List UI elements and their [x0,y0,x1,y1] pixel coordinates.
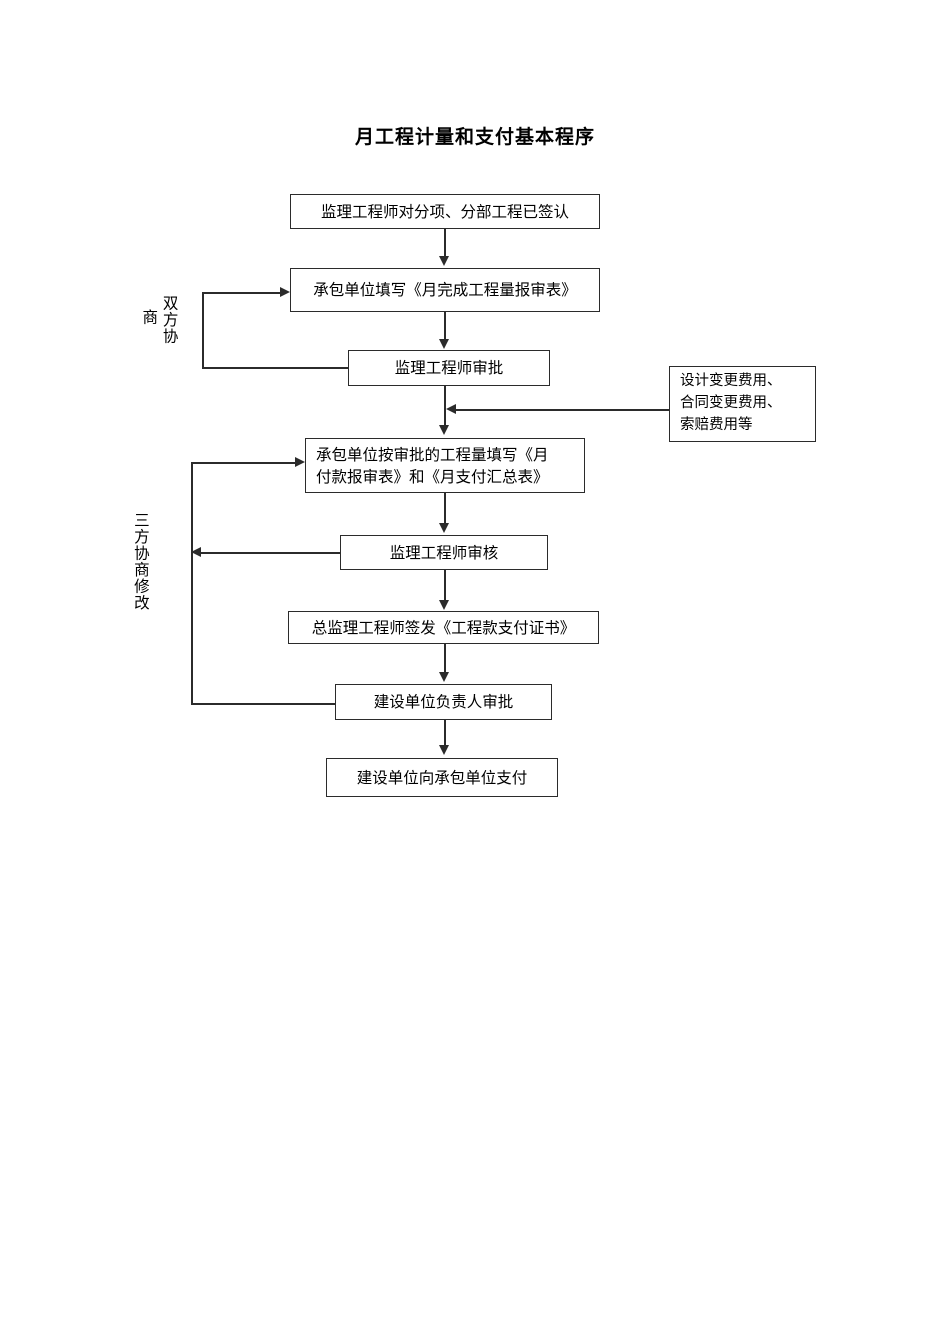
side-label-two-party-col-secondary: 商 [140,309,159,326]
edge-n5-loop-line [200,552,341,554]
edge-n6-n7-line [444,644,446,673]
edge-n4-n5-arrowhead [439,523,449,533]
edge-n2-n3-line [444,312,446,340]
edge-n7-feedback-vertical-segment [191,462,193,704]
flow-node-8: 建设单位向承包单位支付 [326,758,558,797]
edge-n7-feedback-top-segment [191,462,296,464]
edge-n4-n5-line [444,493,446,524]
edge-n3-feedback-top-segment [202,292,281,294]
edge-n5-n6-line [444,570,446,601]
edge-n1-n2-line [444,229,446,257]
page-title: 月工程计量和支付基本程序 [354,126,595,148]
edge-n5-n6-arrowhead [439,600,449,610]
side-label-two-party-negotiation: 双方协 商 [140,295,179,345]
edge-n3-n4-arrowhead [439,425,449,435]
flow-node-1: 监理工程师对分项、分部工程已签认 [290,194,600,229]
flow-node-4: 承包单位按审批的工程量填写《月 付款报审表》和《月支付汇总表》 [305,438,585,493]
edge-n1-n2-arrowhead [439,256,449,266]
side-label-two-party-col-primary: 双方协 [160,295,179,345]
edge-side-costs-line [455,409,670,411]
flow-node-6: 总监理工程师签发《工程款支付证书》 [288,611,599,644]
side-label-three-party-revision: 三方协商修改 [131,512,150,611]
edge-n6-n7-arrowhead [439,672,449,682]
edge-n7-feedback-bottom-segment [191,703,336,705]
edge-n3-feedback-vertical-segment [202,292,204,368]
edge-n3-feedback-bottom-segment [202,367,349,369]
edge-n7-feedback-arrowhead [295,457,305,467]
edge-n2-n3-arrowhead [439,339,449,349]
edge-n3-feedback-arrowhead [280,287,290,297]
edge-side-costs-arrowhead [446,404,456,414]
flow-node-side-costs: 设计变更费用、 合同变更费用、 索赔费用等 [669,366,816,442]
edge-n3-n4-line [444,386,446,426]
flow-node-5: 监理工程师审核 [340,535,548,570]
flow-node-7: 建设单位负责人审批 [335,684,552,720]
flow-node-3: 监理工程师审批 [348,350,550,386]
edge-n7-n8-line [444,720,446,746]
edge-n5-loop-arrowhead [191,547,201,557]
flow-node-2: 承包单位填写《月完成工程量报审表》 [290,268,600,312]
edge-n7-n8-arrowhead [439,745,449,755]
